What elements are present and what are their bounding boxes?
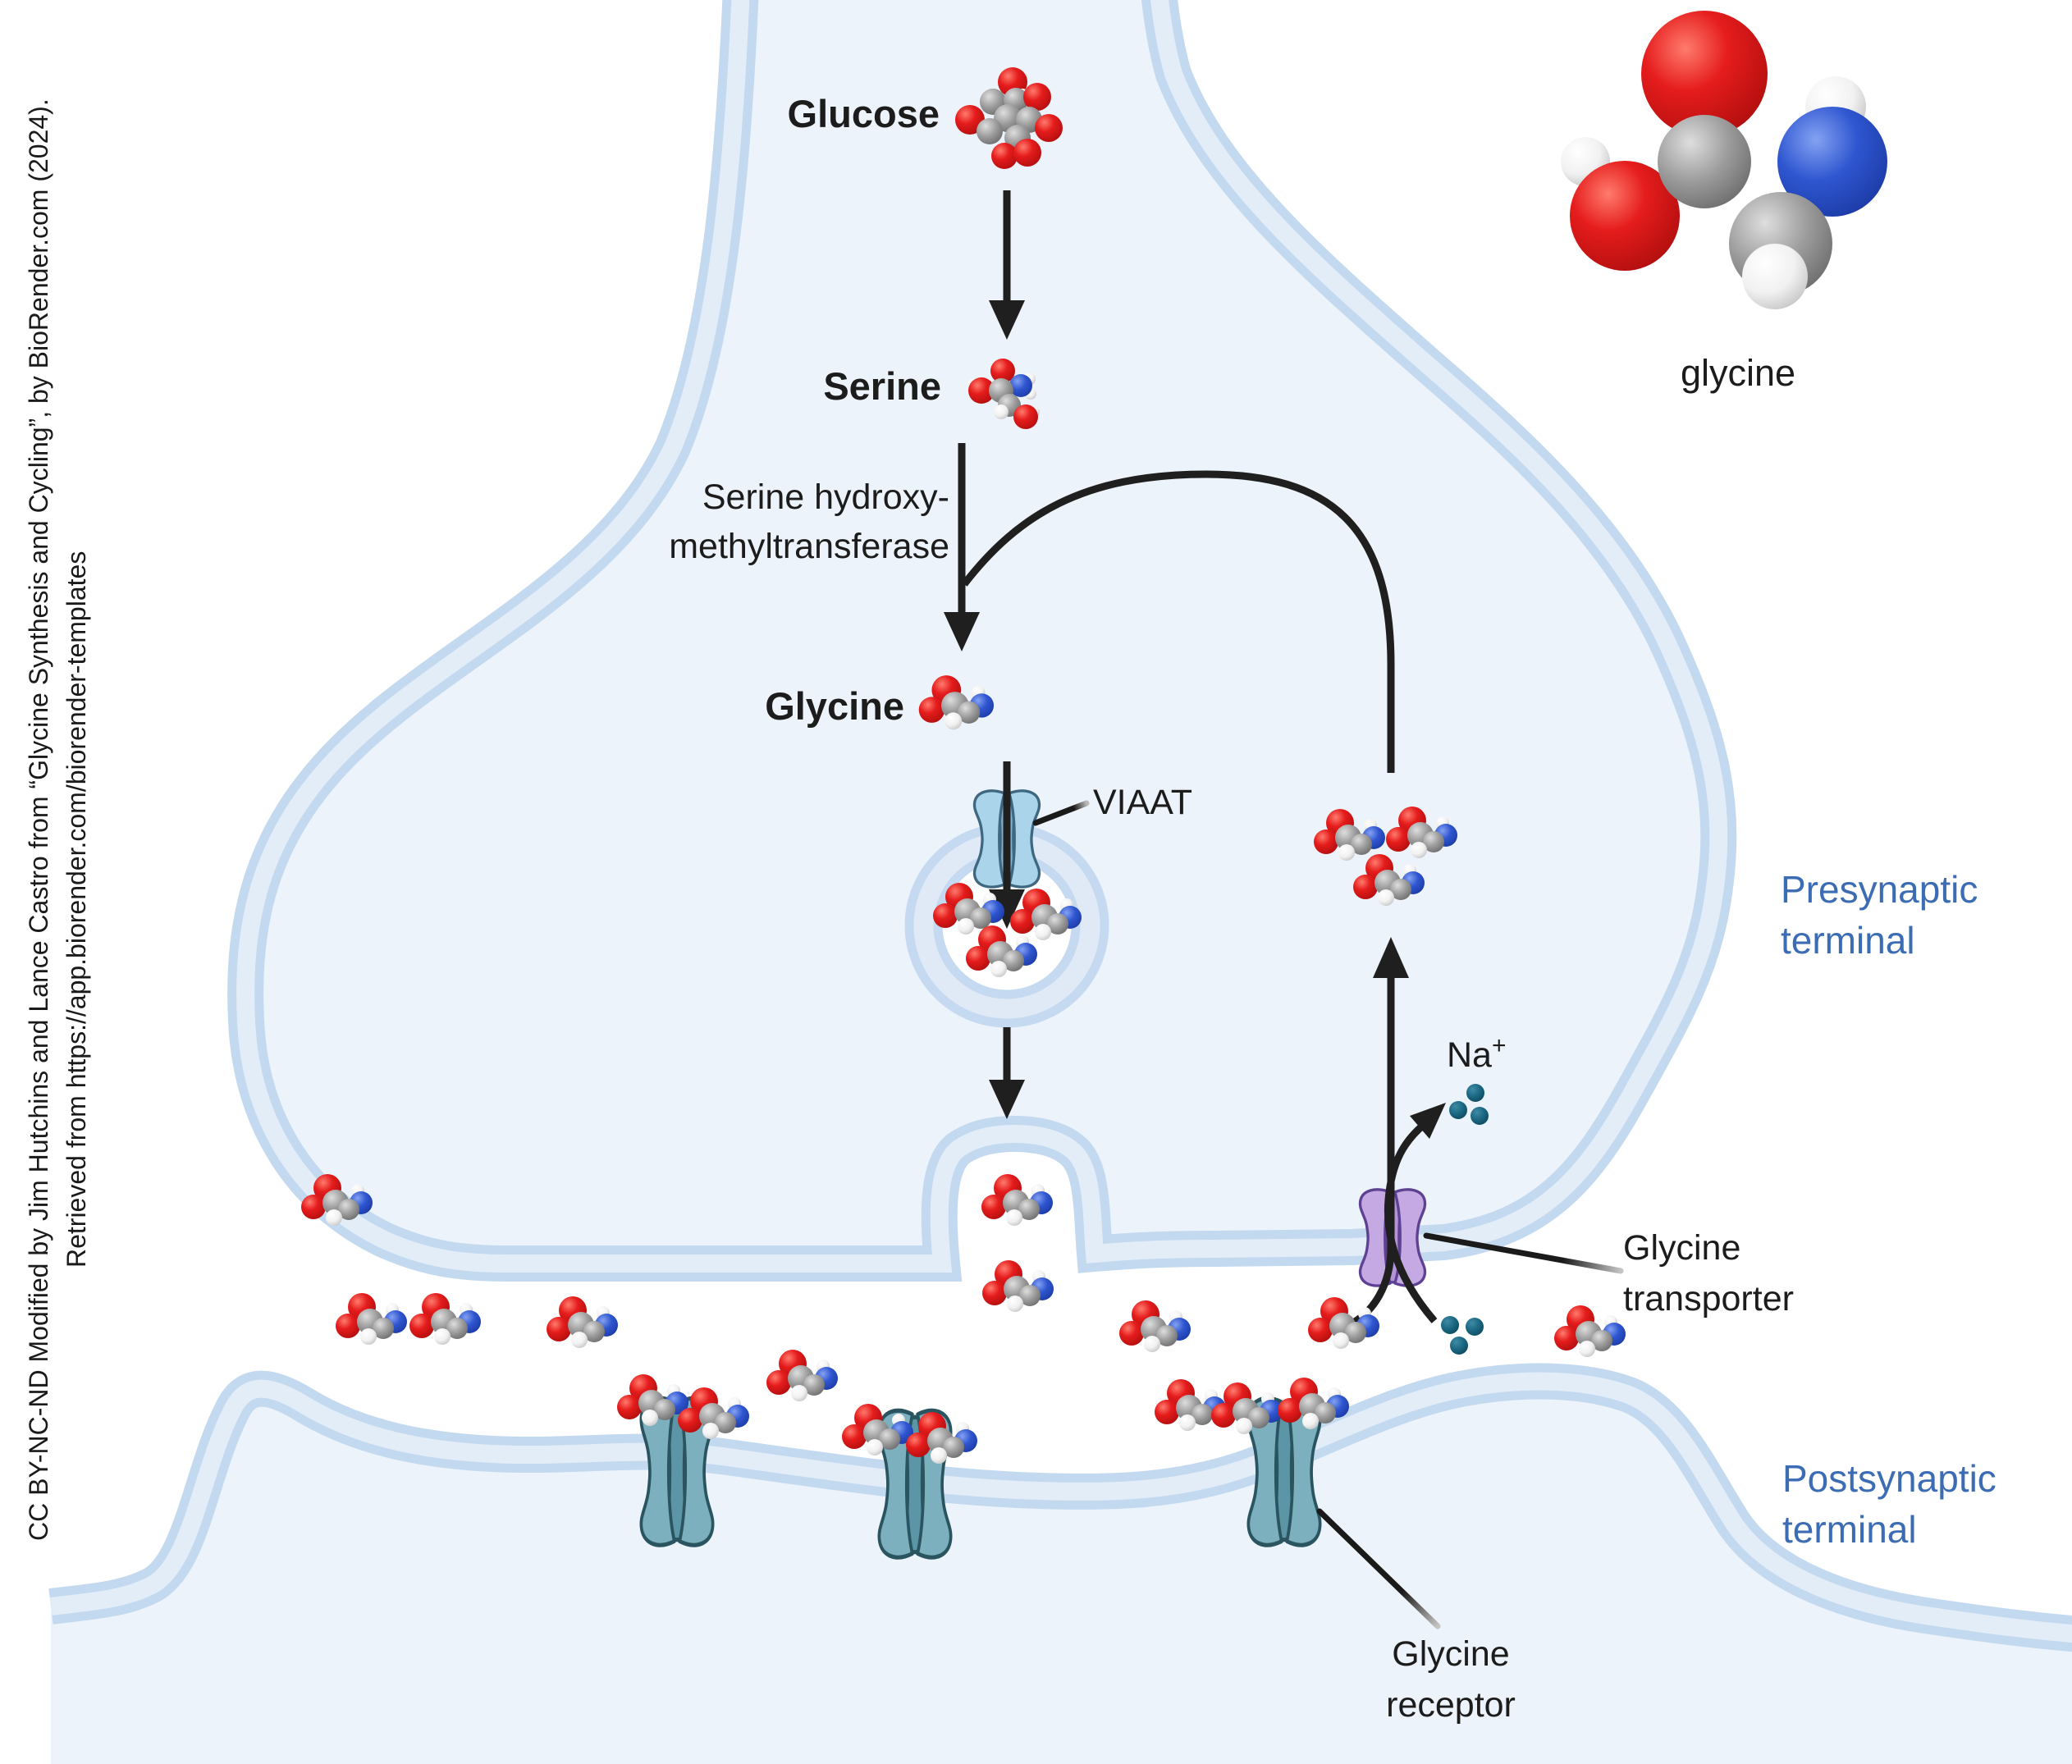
glycine-molecule-icon xyxy=(1554,1305,1626,1357)
attribution-line1: CC BY-NC-ND Modified by Jim Hutchins and… xyxy=(24,98,53,1541)
serine-label: Serine xyxy=(823,364,941,408)
glycine-molecule-icon xyxy=(547,1296,618,1348)
glycine-recycling-arrow xyxy=(961,470,1395,773)
postsynaptic-terminal-membrane xyxy=(48,1363,2072,1764)
viaat-pointer-line xyxy=(1032,800,1090,826)
sodium-ion-icon xyxy=(1466,1084,1484,1102)
enzyme-label-line2: methyltransferase xyxy=(669,527,949,566)
sodium-label: Na+ xyxy=(1447,1032,1507,1075)
glycine-model-caption: glycine xyxy=(1681,352,1795,394)
glycine-molecule-icon xyxy=(766,1350,838,1401)
glycine-molecule-icon xyxy=(678,1387,749,1439)
sodium-ion-icon xyxy=(1449,1101,1467,1119)
glycine-3d-model xyxy=(1561,11,1887,309)
enzyme-label-line1: Serine hydroxy- xyxy=(702,478,949,517)
sodium-ion-icon xyxy=(1471,1107,1489,1125)
attribution-line2: Retrieved from https://app.biorender.com… xyxy=(62,551,91,1268)
receptor-label-line2: receptor xyxy=(1386,1685,1516,1725)
postsynaptic-terminal-label-line1: Postsynaptic xyxy=(1782,1457,1997,1500)
glycine-label: Glycine xyxy=(765,684,904,728)
sodium-cotransport-arrow xyxy=(1384,1121,1438,1323)
glycine-molecule-icon xyxy=(982,1260,1054,1312)
transporter-pointer-line xyxy=(1423,1232,1624,1274)
presynaptic-terminal-label-line1: Presynaptic xyxy=(1781,868,1978,911)
pathway-arrows xyxy=(944,190,1446,1330)
presynaptic-terminal-membrane xyxy=(227,0,1737,1282)
glycine-molecule-icon xyxy=(409,1293,481,1345)
glucose-label: Glucose xyxy=(788,92,940,135)
postsynaptic-terminal-label-line2: terminal xyxy=(1782,1508,1917,1551)
glycine-molecule-icon xyxy=(981,1174,1053,1226)
glycine-molecule-icon xyxy=(336,1293,407,1345)
glycine-molecule-icon xyxy=(1119,1300,1191,1352)
receptor-label-line1: Glycine xyxy=(1392,1634,1509,1674)
sodium-ion-icon xyxy=(1466,1318,1484,1336)
transporter-label-line1: Glycine xyxy=(1623,1228,1740,1268)
viaat-label: VIAAT xyxy=(1093,783,1192,822)
sodium-ion-icon xyxy=(1450,1337,1468,1355)
receptor-pointer-line xyxy=(1316,1508,1441,1629)
sodium-ion-icon xyxy=(1441,1316,1459,1334)
presynaptic-terminal-label-line2: terminal xyxy=(1781,919,1915,962)
transporter-label-line2: transporter xyxy=(1623,1279,1794,1318)
